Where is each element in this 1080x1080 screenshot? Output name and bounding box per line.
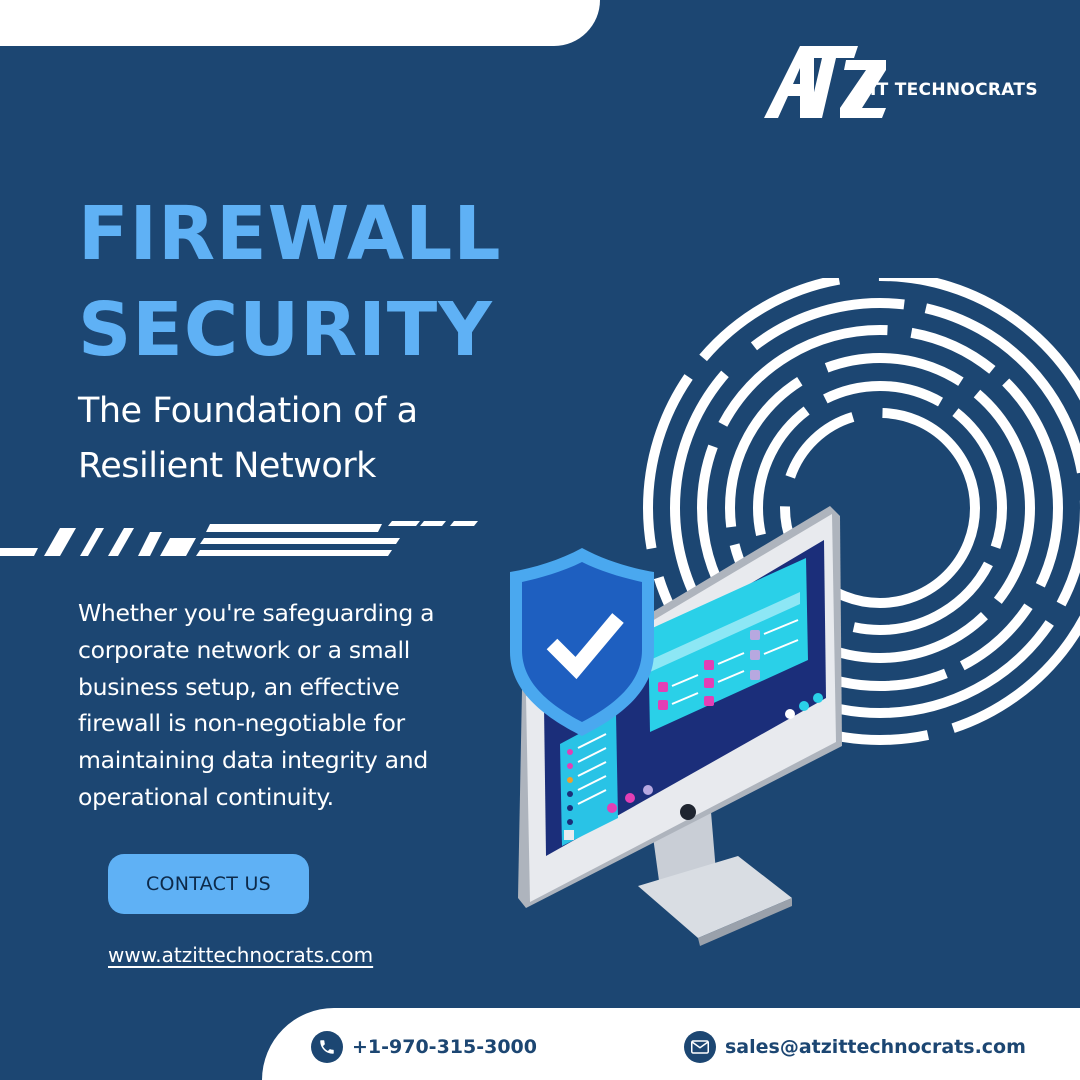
headline-line-2: SECURITY (78, 287, 493, 373)
envelope-icon (684, 1031, 716, 1063)
description: Whether you're safeguarding a corporate … (78, 595, 435, 816)
subheadline-line-1: The Foundation of a (78, 391, 418, 431)
brand-logo: IT TECHNOCRATS (762, 40, 1052, 122)
description-line-4: firewall is non-negotiable for (78, 709, 405, 738)
concentric-rings-decoration (643, 278, 1080, 745)
subheadline: The Foundation of a Resilient Network (78, 384, 418, 494)
headline-line-1: FIREWALL (78, 191, 502, 277)
atz-logo-mark (764, 46, 886, 118)
footer-bar (262, 1008, 1080, 1080)
email-address: sales@atzittechnocrats.com (725, 1036, 1026, 1058)
speed-lines-decoration (0, 521, 478, 556)
phone-number: +1-970-315-3000 (352, 1036, 537, 1058)
description-line-5: maintaining data integrity and (78, 746, 428, 775)
description-line-1: Whether you're safeguarding a (78, 599, 435, 627)
subheadline-line-2: Resilient Network (78, 446, 376, 486)
shield-check-icon (510, 548, 654, 736)
phone-contact[interactable]: +1-970-315-3000 (311, 1031, 537, 1063)
contact-us-button[interactable]: CONTACT US (108, 854, 309, 914)
headline: FIREWALL SECURITY (78, 186, 502, 378)
phone-icon (311, 1031, 343, 1063)
description-line-6: operational continuity. (78, 782, 334, 811)
website-link[interactable]: www.atzittechnocrats.com (108, 943, 374, 967)
email-contact[interactable]: sales@atzittechnocrats.com (684, 1031, 1026, 1063)
description-line-2: corporate network or a small (78, 635, 410, 664)
monitor-illustration (510, 506, 842, 946)
description-line-3: business setup, an effective (78, 672, 400, 701)
top-left-white-shape (0, 0, 600, 46)
logo-text: IT TECHNOCRATS (870, 80, 1038, 100)
